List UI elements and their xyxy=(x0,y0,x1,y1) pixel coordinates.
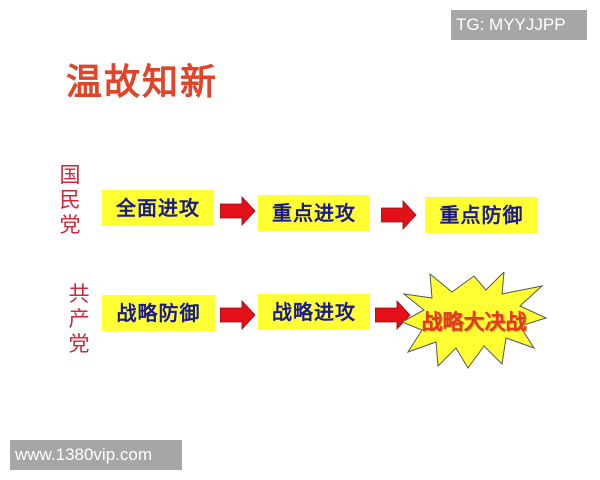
stage-box-cpc-1: 战略防御 xyxy=(102,295,215,331)
stage-box-kmt-1: 全面进攻 xyxy=(102,190,214,226)
arrow-right-icon xyxy=(381,200,417,230)
climax-label: 战略大决战 xyxy=(421,310,527,334)
slide-title: 温故知新 xyxy=(66,61,219,103)
watermark-top-right: TG: MYYJJPP xyxy=(451,10,587,40)
stage-box-kmt-3: 重点防御 xyxy=(425,197,538,233)
arrow-right-icon xyxy=(220,196,256,226)
stage-box-kmt-2: 重点进攻 xyxy=(258,195,370,231)
explosion-burst-shape xyxy=(402,272,548,369)
party-label-kmt: 国民党 xyxy=(59,163,81,237)
watermark-bottom-left: www.1380vip.com xyxy=(10,440,182,470)
arrow-right-icon xyxy=(220,300,256,330)
party-label-cpc: 共产党 xyxy=(68,282,90,356)
stage-box-cpc-2: 战略进攻 xyxy=(258,294,370,330)
